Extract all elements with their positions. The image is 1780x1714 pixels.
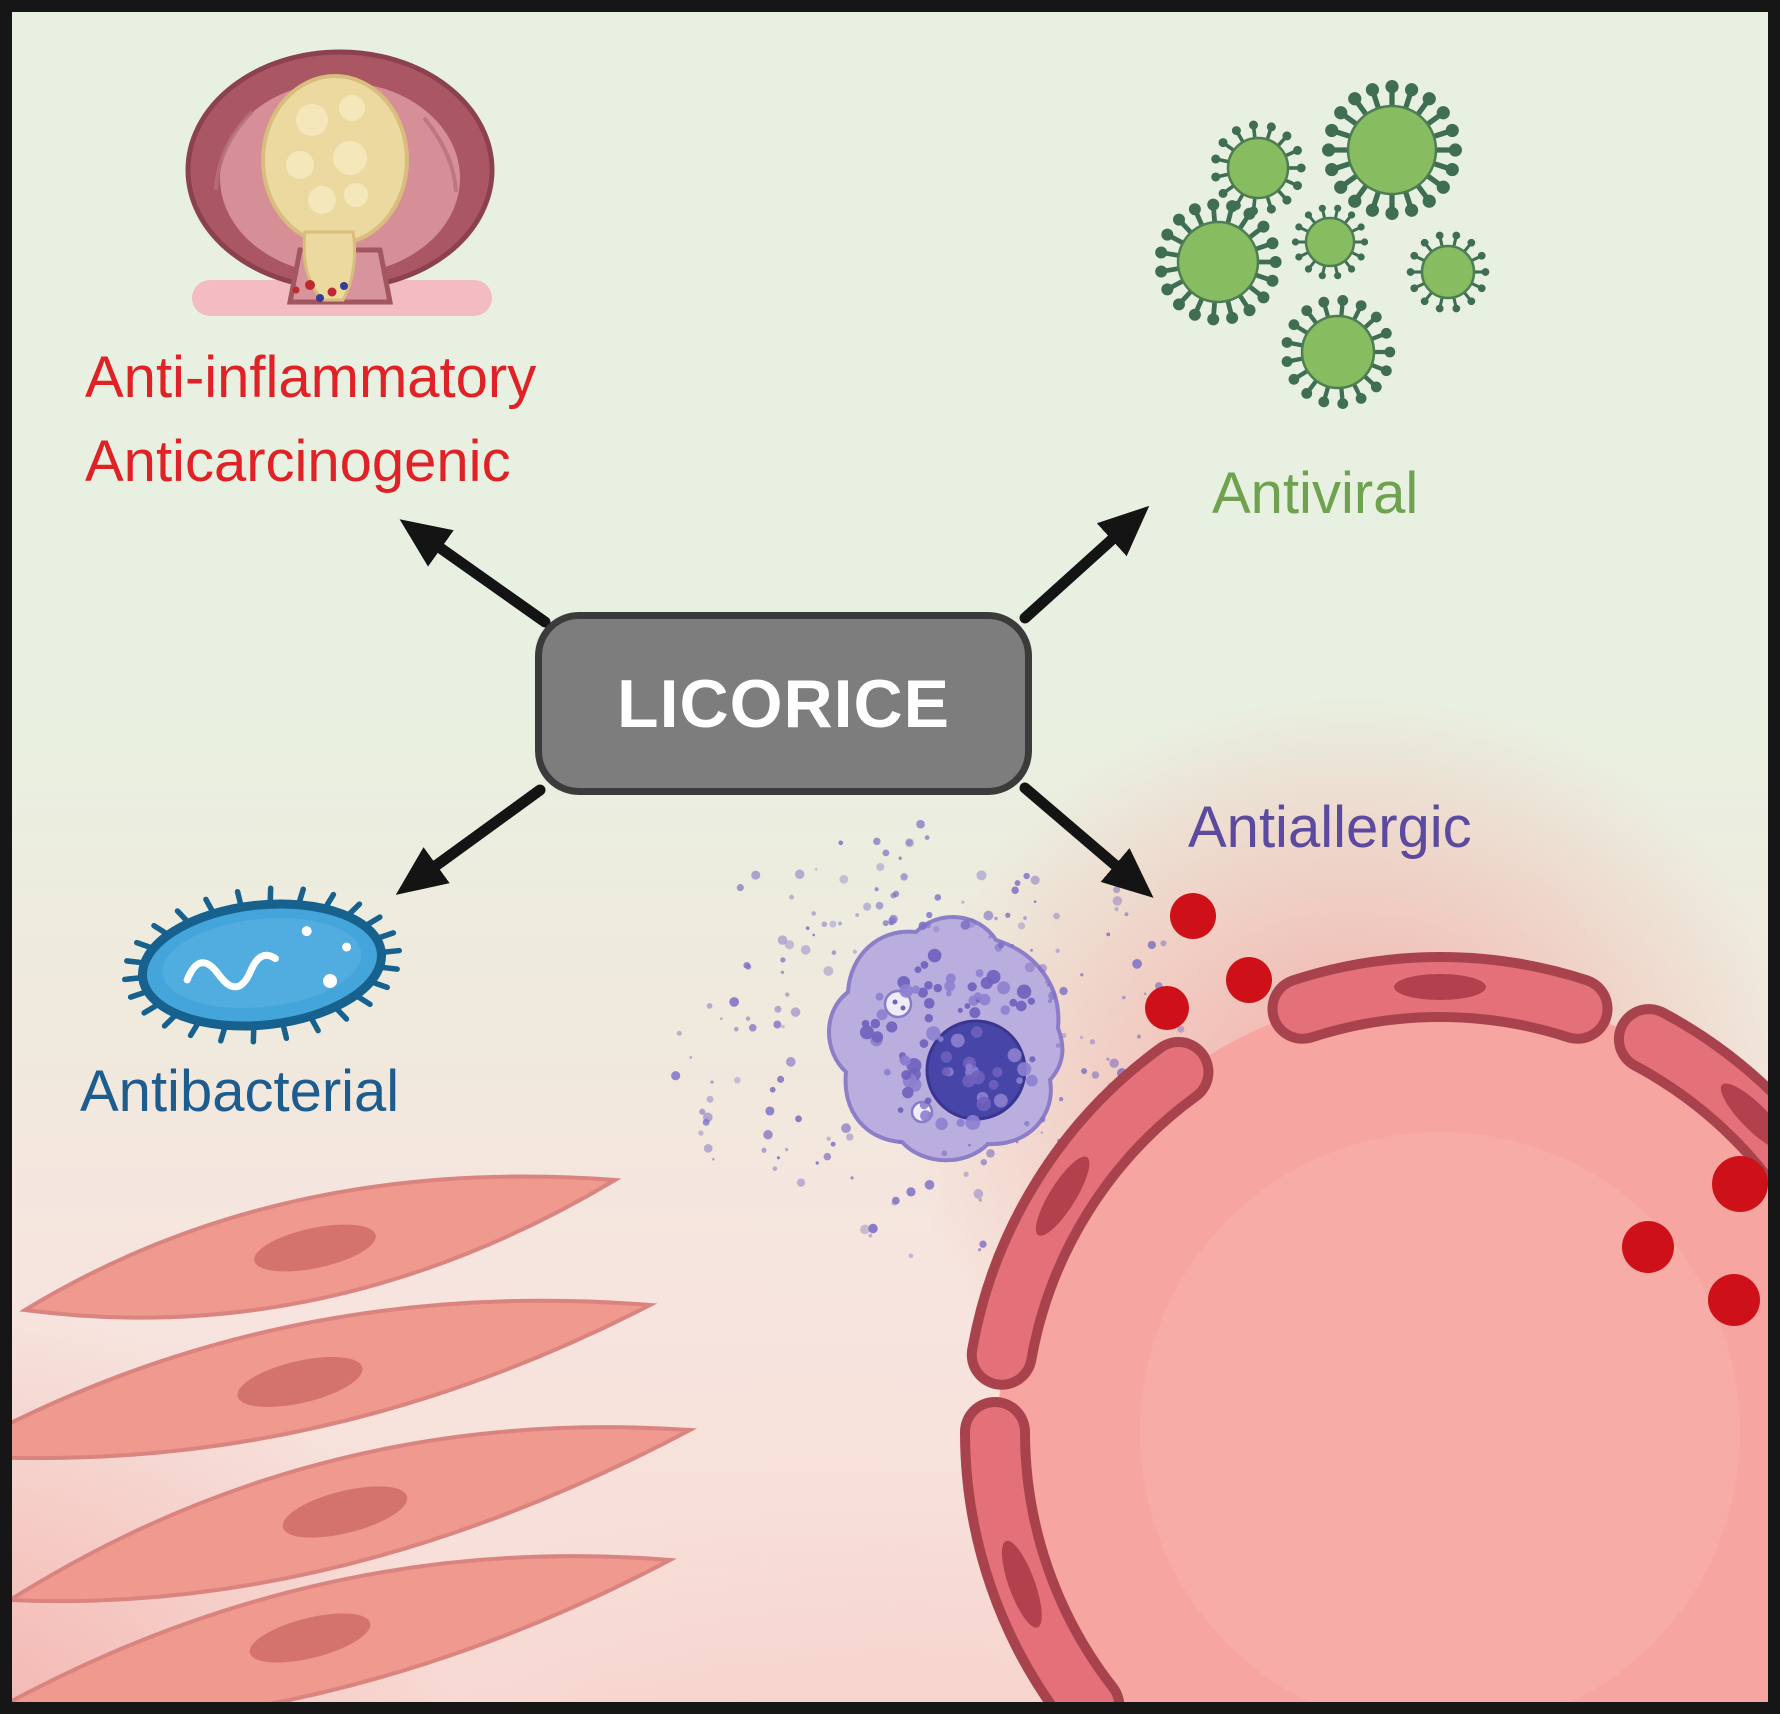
label-antiviral: Antiviral — [1212, 461, 1419, 526]
virus-icon — [1155, 198, 1282, 326]
muscle-cell-nuclei — [237, 1224, 408, 1663]
label-anticarcinogenic-line2: Anticarcinogenic — [85, 429, 511, 495]
bacterium-icon — [122, 885, 402, 1045]
arrow-top-right — [1019, 505, 1150, 624]
arrow-top-left — [399, 519, 551, 628]
vessel-wall-segments — [960, 952, 1780, 1714]
virus-icon — [1322, 80, 1462, 220]
label-antiallergic: Antiallergic — [1188, 795, 1472, 860]
mast-cell-icon — [671, 819, 1191, 1259]
virus-icon — [1211, 120, 1306, 216]
virus-cluster-icon — [1155, 80, 1490, 410]
virus-icon — [1406, 231, 1490, 313]
arrows — [395, 505, 1154, 898]
blood-vessel-icon — [960, 893, 1780, 1714]
virus-icon — [1291, 204, 1369, 280]
label-antibacterial: Antibacterial — [80, 1059, 400, 1124]
mediator-dots — [1145, 893, 1768, 1326]
bacterium-flagellum-coil — [183, 951, 279, 991]
center-node-licorice: LICORICE — [535, 612, 1032, 795]
tumor-icon — [185, 49, 495, 316]
tumor-lobules — [286, 95, 368, 214]
arrow-bottom-right — [1019, 782, 1154, 898]
arrow-bottom-left — [395, 784, 546, 895]
center-node-label: LICORICE — [617, 665, 950, 742]
label-anti-inflammatory: Anti-inflammatory Anticarcinogenic — [85, 336, 536, 504]
virus-icon — [1281, 294, 1396, 410]
mast-cell-granules — [671, 819, 1191, 1259]
inflammation-dots — [292, 280, 348, 302]
label-anti-inflammatory-line1: Anti-inflammatory — [85, 345, 537, 410]
muscle-cells-icon — [0, 1174, 698, 1714]
